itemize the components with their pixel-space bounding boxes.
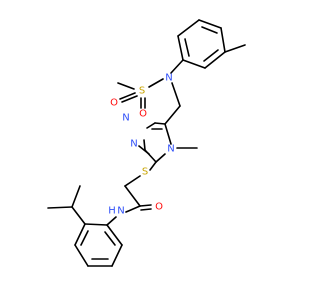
bond [155,153,166,163]
bond [71,185,81,208]
bond [84,223,108,226]
bond [71,206,86,225]
triazole-nitrogen-label: N [122,113,129,124]
bond [125,205,141,213]
bond [182,59,206,69]
sulfonyl-sulfur-label: S [139,86,145,97]
amide-nitrogen-label: N [117,206,124,217]
bond [106,216,117,226]
thioether-sulfur-label: S [142,167,148,178]
bond-layer [47,19,246,267]
bond [201,26,218,34]
bond [198,19,222,29]
bond [154,122,166,125]
bond [139,204,152,207]
bond [111,244,123,267]
bond [220,27,226,53]
bond [140,208,152,211]
bond [170,59,184,74]
triazole-nitrogen-label: N [167,144,174,155]
bond [164,105,181,125]
bond [80,230,89,246]
carbonyl-oxygen-label: O [155,202,163,213]
atom-label-layer: S O O N N N N S O N H [108,73,175,217]
bond [74,244,89,267]
bond [106,224,123,246]
bond [47,206,73,209]
bond [184,38,190,57]
molecule-diagram: S O O N N N N S O N H [47,19,246,267]
bond [104,231,116,246]
bond [149,161,157,171]
bond [203,49,219,62]
sulfonamide-nitrogen-label: N [165,73,172,84]
bond [224,44,246,53]
bond [124,175,141,187]
amide-hydrogen-label: H [108,206,116,217]
bond [164,123,172,145]
bond [177,19,200,37]
molecule-structure: S O O N N N N S O N H [47,19,246,267]
bond [143,139,146,151]
bond [171,82,181,107]
bond [204,51,226,69]
bond [119,92,136,100]
bond [138,145,150,155]
triazole-nitrogen-label: N [130,139,137,150]
bond [121,95,138,103]
sulfonyl-oxygen-label: O [110,98,118,109]
bond [124,185,141,207]
bond [74,223,86,246]
sulfonyl-oxygen-label: O [139,109,147,120]
bond [117,82,135,90]
bond [146,122,156,129]
bond [148,78,164,88]
bond [177,35,184,61]
